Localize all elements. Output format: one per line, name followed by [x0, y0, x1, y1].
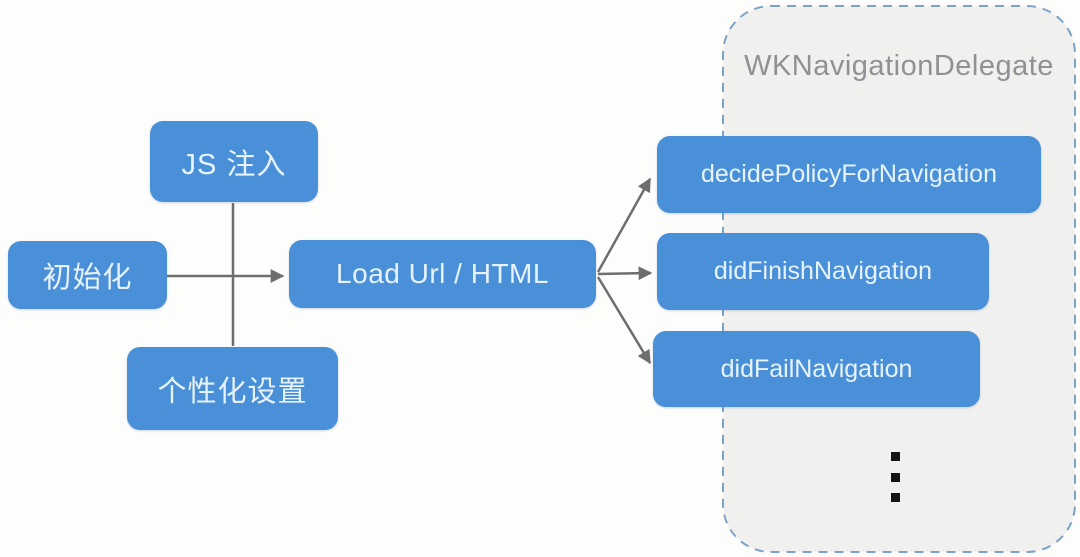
connector-load-to-did-finish	[597, 266, 653, 281]
node-custom-settings: 个性化设置	[127, 347, 338, 430]
node-js-inject: JS 注入	[150, 121, 318, 202]
node-init: 初始化	[8, 241, 167, 309]
node-did-finish-navigation: didFinishNavigation	[657, 233, 989, 310]
ellipsis-dot	[891, 472, 900, 482]
vertical-ellipsis-icon	[891, 452, 900, 502]
connector-load-to-did-fail	[596, 276, 652, 365]
ellipsis-dot	[891, 452, 900, 461]
node-decide-policy-for-navigation: decidePolicyForNavigation	[657, 136, 1041, 213]
ellipsis-dot	[891, 493, 900, 502]
node-did-fail-navigation: didFailNavigation	[653, 331, 980, 407]
connector-load-to-decide-policy	[596, 177, 652, 273]
delegate-container-title: WKNavigationDelegate	[744, 50, 1054, 82]
node-load-url: Load Url / HTML	[289, 240, 596, 308]
